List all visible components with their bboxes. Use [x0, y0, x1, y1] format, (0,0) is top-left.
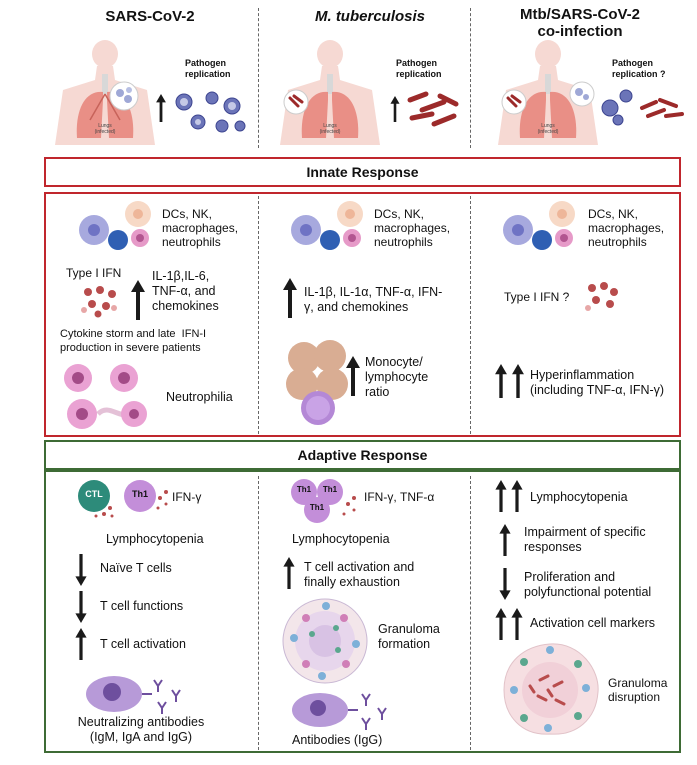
- innate-coinf-ifn-label: Type I IFN ?: [504, 290, 570, 304]
- header-sars: SARS-CoV-2: [105, 8, 195, 25]
- innate-mtb-cytokines-label: IL-1β, IL-1α, TNF-α, IFN- γ, and chemoki…: [304, 285, 443, 314]
- th1-cluster-icon: [291, 479, 356, 523]
- b-cell-antibodies-icon: [292, 693, 387, 730]
- lungs-coinfection-illustration: [498, 40, 598, 145]
- up-arrow-icon: [498, 524, 512, 556]
- lungs-caption-mtb: Lungs (infected): [319, 123, 341, 135]
- ctl-label: CTL: [85, 489, 103, 499]
- up-arrow-icon: [390, 96, 400, 122]
- down-arrow-icon: [74, 554, 88, 586]
- adaptive-coinf-markers-label: Activation cell markers: [530, 616, 656, 630]
- up-arrow-icon: [346, 356, 360, 396]
- innate-cells-icon: [503, 201, 575, 250]
- replication-label-mtb: Pathogen replication: [396, 58, 442, 79]
- down-arrow-icon: [498, 568, 512, 600]
- innate-mtb-cells-label: DCs, NK, macrophages, neutrophils: [374, 207, 451, 249]
- monocytes-lymphocyte-icon: [286, 340, 348, 425]
- header-mtb: M. tuberculosis: [314, 8, 426, 25]
- disrupted-granuloma-icon: [503, 643, 599, 735]
- double-up-arrow-icon: [510, 480, 524, 512]
- adaptive-header-box: [44, 440, 681, 470]
- innate-sars-storm-label: Cytokine storm and late IFN-I production…: [60, 328, 207, 354]
- adaptive-mtb-granuloma-label: Granuloma formation: [378, 622, 440, 651]
- sars-cov-2-virions-icon: [175, 91, 246, 133]
- mtb-bacilli-icon: [407, 91, 459, 127]
- innate-sars-cytokines-label: IL-1β,IL-6, TNF-α, and chemokines: [152, 269, 219, 313]
- innate-sars-neutrophilia-label: Neutrophilia: [166, 390, 233, 404]
- adaptive-title: Adaptive Response: [297, 447, 428, 463]
- down-arrow-icon: [74, 591, 88, 623]
- adaptive-sars-activation-label: T cell activation: [100, 637, 186, 651]
- innate-coinf-cells-label: DCs, NK, macrophages, neutrophils: [588, 207, 665, 249]
- adaptive-coinf-proliferation-label: Proliferation and polyfunctional potenti…: [524, 570, 652, 599]
- innate-cells-icon: [291, 201, 363, 250]
- innate-header-box: [44, 157, 681, 187]
- th1-label: Th1: [322, 485, 338, 494]
- adaptive-sars-functions-label: T cell functions: [100, 599, 184, 613]
- adaptive-mtb-antibodies-label: Antibodies (IgG): [292, 733, 383, 747]
- double-up-arrow-icon: [494, 364, 508, 398]
- th1-label: Th1: [309, 503, 325, 512]
- b-cell-antibodies-icon: [86, 676, 181, 714]
- adaptive-coinf-impairment-label: Impairment of specific responses: [524, 525, 646, 554]
- innate-title: Innate Response: [306, 164, 419, 180]
- lungs-caption-coinfection: Lungs (infected): [537, 123, 559, 135]
- neutrophils-icon: [64, 364, 147, 429]
- lungs-caption-sars: Lungs (infected): [94, 123, 116, 135]
- mixed-pathogens-icon: [601, 89, 684, 126]
- innate-sars-ifn-label: Type I IFN: [66, 266, 122, 280]
- adaptive-coinf-lympho-label: Lymphocytopenia: [530, 490, 628, 504]
- granuloma-icon: [282, 598, 368, 684]
- double-up-arrow-icon: [494, 480, 508, 512]
- up-arrow-icon: [131, 280, 145, 320]
- th1-label: Th1: [296, 485, 312, 494]
- replication-label-coinfection: Pathogen replication ?: [612, 58, 666, 79]
- adaptive-mtb-lympho-label: Lymphocytopenia: [292, 532, 390, 546]
- adaptive-sars-ifn-label: IFN-γ: [172, 490, 202, 504]
- adaptive-sars-antibodies-label: Neutralizing antibodies (IgM, IgA and Ig…: [77, 715, 205, 744]
- double-up-arrow-icon: [511, 364, 525, 398]
- innate-cells-icon: [79, 201, 151, 250]
- cytokine-dots-icon: [585, 282, 618, 311]
- adaptive-mtb-ifn-label: IFN-γ, TNF-α: [364, 490, 435, 504]
- up-arrow-icon: [283, 278, 297, 318]
- innate-mtb-ratio-label: Monocyte/ lymphocyte ratio: [365, 355, 429, 399]
- cytokine-dots-icon: [81, 286, 117, 318]
- up-arrow-icon: [282, 557, 296, 589]
- lungs-mtb-illustration: [280, 40, 380, 145]
- innate-content-box: [44, 192, 681, 437]
- innate-coinf-hyper-label: Hyperinflammation (including TNF-α, IFN-…: [530, 368, 665, 397]
- up-arrow-icon: [74, 628, 88, 660]
- double-up-arrow-icon: [510, 608, 524, 640]
- adaptive-coinf-disruption-label: Granuloma disruption: [608, 676, 668, 704]
- adaptive-sars-lympho-label: Lymphocytopenia: [106, 532, 204, 546]
- virus-zoom-icon: [109, 81, 139, 111]
- th1-label: Th1: [131, 489, 148, 499]
- ctl-cell-icon: [78, 480, 114, 518]
- adaptive-content-box: [44, 470, 681, 753]
- th1-cell-icon: [124, 480, 168, 512]
- header-coinfection: Mtb/SARS-CoV-2 co-infection: [520, 6, 640, 40]
- double-up-arrow-icon: [494, 608, 508, 640]
- replication-label-sars: Pathogen replication: [185, 58, 231, 79]
- innate-sars-cells-label: DCs, NK, macrophages, neutrophils: [162, 207, 239, 249]
- up-arrow-icon: [156, 94, 166, 122]
- adaptive-mtb-activation-label: T cell activation and finally exhaustion: [304, 560, 415, 589]
- adaptive-sars-naive-label: Naïve T cells: [100, 561, 172, 575]
